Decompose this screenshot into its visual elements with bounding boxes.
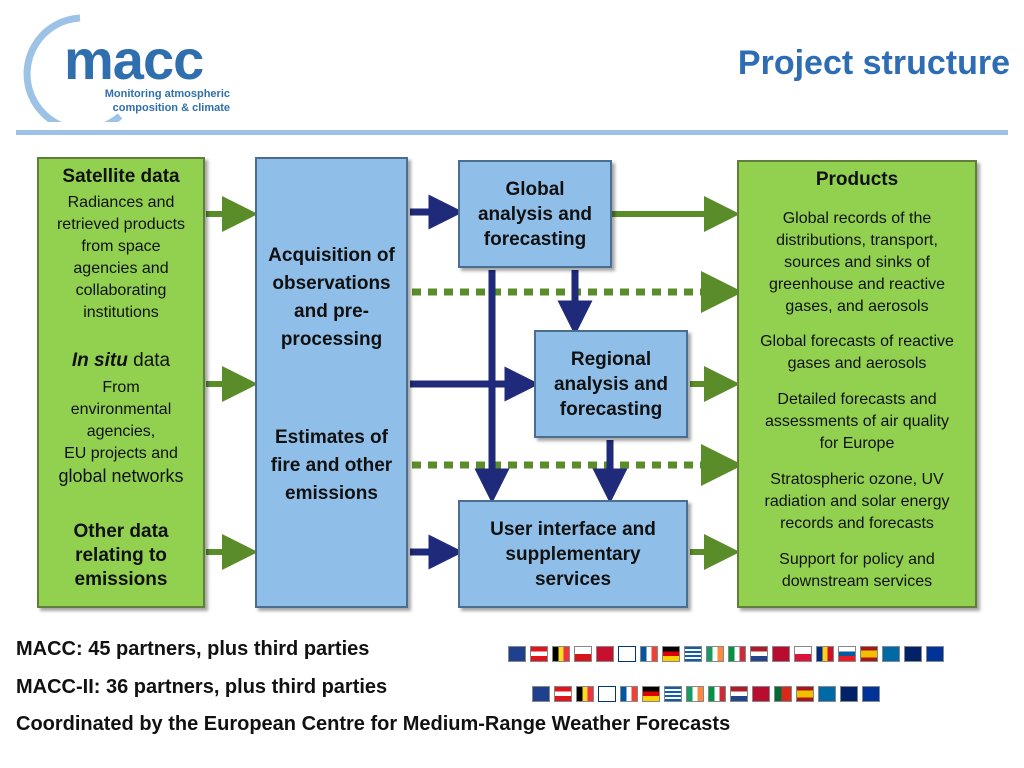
greece-flag-icon [684, 646, 702, 662]
products-box [737, 160, 977, 608]
title-divider [16, 130, 1008, 135]
insitu-data-heading: In situ data [71, 350, 171, 371]
uk-flag-icon [840, 686, 858, 702]
belgium-flag-icon [552, 646, 570, 662]
finland-flag-icon [618, 646, 636, 662]
sweden-flag-icon [818, 686, 836, 702]
italy-flag-icon [728, 646, 746, 662]
slovenia-flag-icon [838, 646, 856, 662]
macc2-partners-text: MACC-II: 36 partners, plus third parties [16, 676, 388, 698]
macc2-partner-flags [532, 686, 932, 706]
logo-subtitle-line1: Monitoring atmospheric [104, 88, 230, 100]
macc-partners-text: MACC: 45 partners, plus third parties [16, 638, 370, 660]
norway-flag-icon [772, 646, 790, 662]
eu-flag-icon [926, 646, 944, 662]
global-analysis-box [458, 160, 612, 268]
portugal-flag-icon [774, 686, 792, 702]
norway-flag-icon [752, 686, 770, 702]
poland-flag-icon [794, 646, 812, 662]
italy-flag-icon [708, 686, 726, 702]
netherlands-flag-icon [750, 646, 768, 662]
page-title: Project structure [737, 44, 1010, 82]
regional-analysis-box [534, 330, 688, 438]
denmark-flag-icon [596, 646, 614, 662]
austria-flag-icon [530, 646, 548, 662]
germany-flag-icon [662, 646, 680, 662]
belgium-flag-icon [576, 686, 594, 702]
czech-flag-icon [574, 646, 592, 662]
austria-flag-icon [554, 686, 572, 702]
satellite-data-heading: Satellite data [62, 166, 180, 187]
ecmwf-logo-icon [508, 646, 526, 662]
germany-flag-icon [642, 686, 660, 702]
macc-partner-flags [508, 646, 1012, 666]
acquisition-box [255, 157, 408, 608]
logo-subtitle-line2: composition & climate [112, 102, 230, 114]
products-heading: Products [815, 169, 899, 190]
ecmwf-logo-icon [532, 686, 550, 702]
sweden-flag-icon [882, 646, 900, 662]
spain-flag-icon [796, 686, 814, 702]
france-flag-icon [620, 686, 638, 702]
finland-flag-icon [598, 686, 616, 702]
user-interface-box [458, 500, 688, 608]
greece-flag-icon [664, 686, 682, 702]
ireland-flag-icon [686, 686, 704, 702]
logo-wordmark: macc [64, 28, 204, 91]
eu-flag-icon [862, 686, 880, 702]
spain-flag-icon [860, 646, 878, 662]
ecmwf-coordination-text: Coordinated by the European Centre for M… [16, 713, 731, 735]
france-flag-icon [640, 646, 658, 662]
inputs-box [37, 157, 205, 608]
netherlands-flag-icon [730, 686, 748, 702]
romania-flag-icon [816, 646, 834, 662]
uk-flag-icon [904, 646, 922, 662]
ireland-flag-icon [706, 646, 724, 662]
